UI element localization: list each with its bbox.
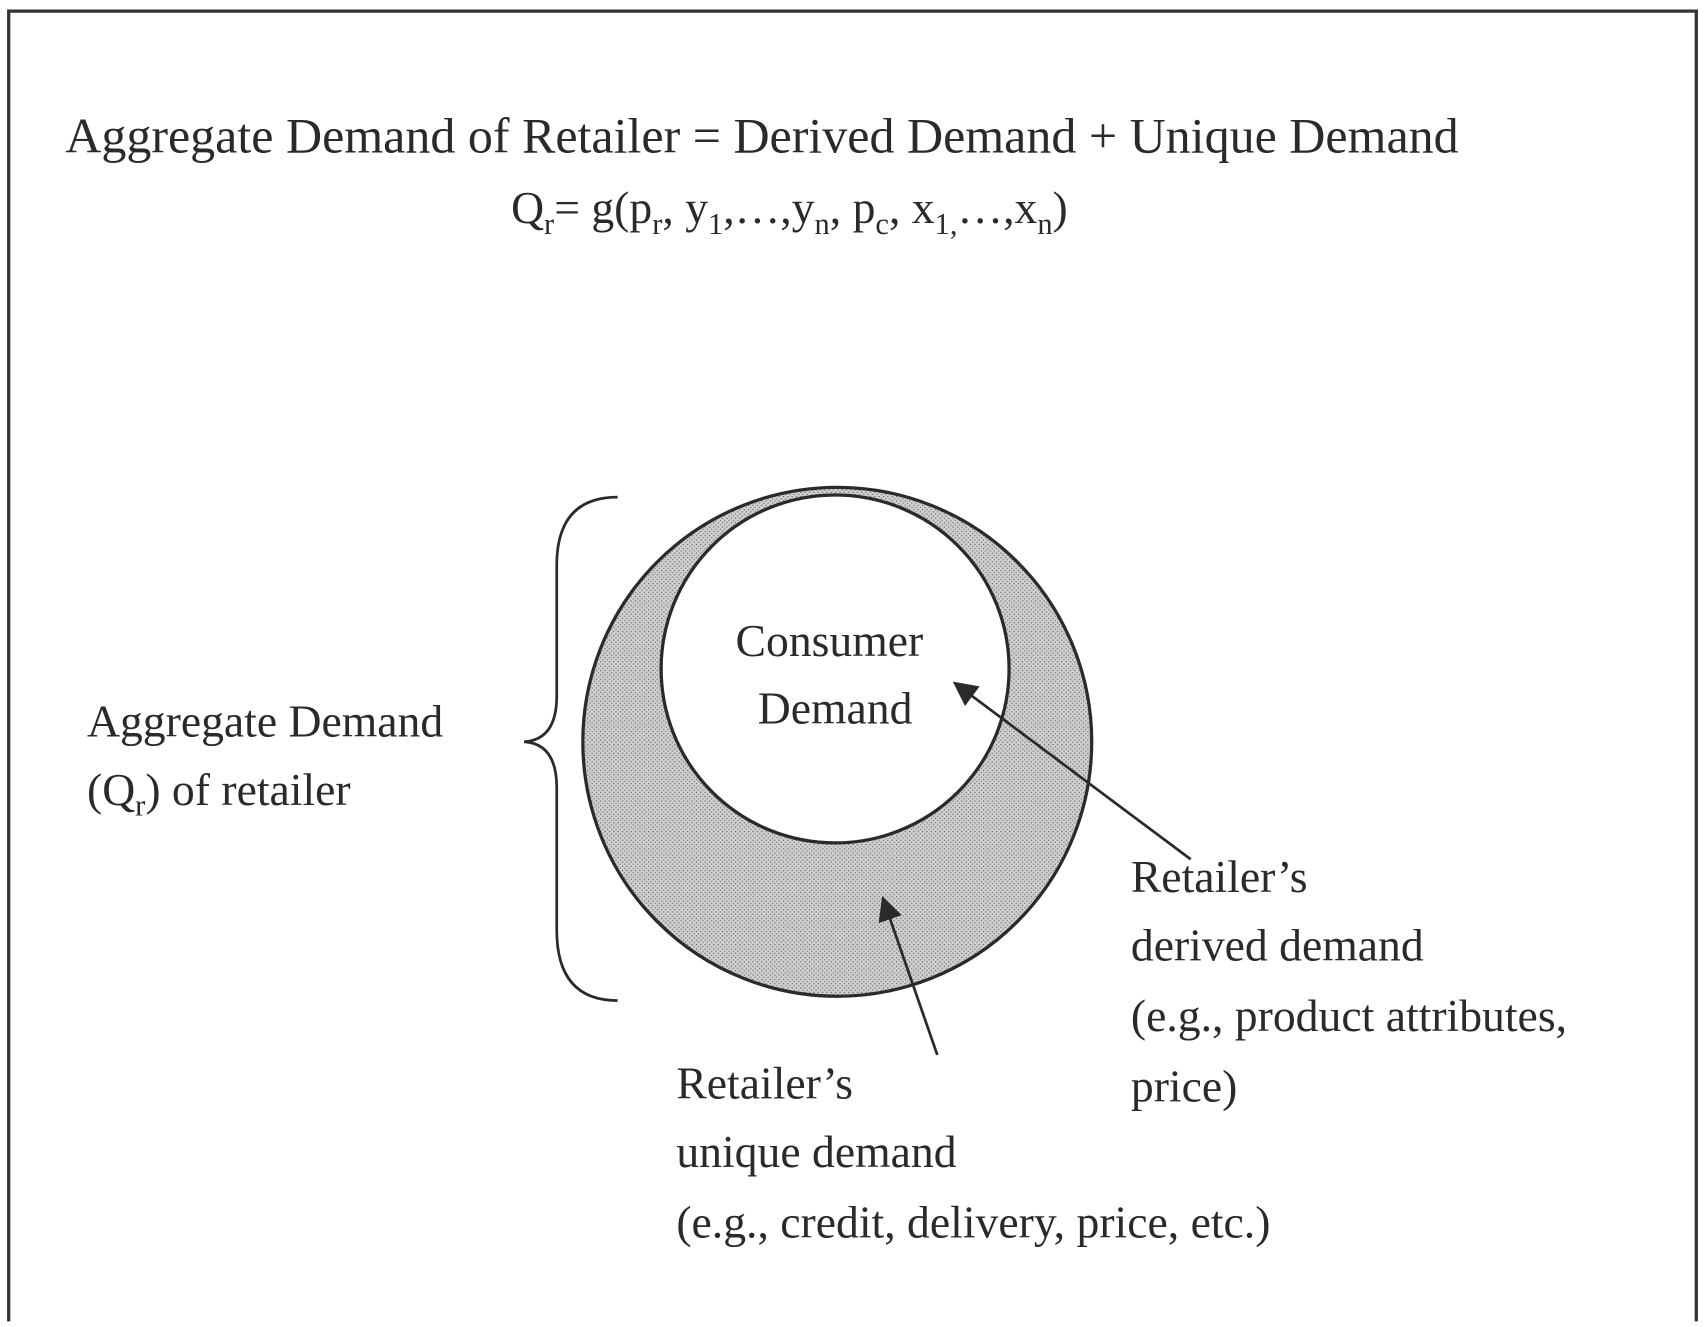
aggregate-demand-label: Aggregate Demand (Qr) of retailer bbox=[87, 695, 455, 822]
title: Aggregate Demand of Retailer = Derived D… bbox=[65, 107, 1458, 163]
frame-border bbox=[7, 9, 1698, 1322]
derived-demand-label: Retailer’s derived demand (e.g., product… bbox=[1131, 851, 1579, 1112]
formula: Qr= g(pr, y1,…,yn, pc, x1,…,xn) bbox=[511, 182, 1068, 241]
unique-demand-arrow bbox=[878, 896, 939, 1056]
consumer-demand-label: Consumer Demand bbox=[736, 615, 935, 733]
derived-demand-arrow bbox=[952, 681, 1192, 861]
consumer-demand-circle bbox=[659, 493, 1011, 845]
brace bbox=[523, 495, 618, 1002]
unique-demand-label: Retailer’s unique demand (e.g., credit, … bbox=[676, 1057, 1270, 1247]
